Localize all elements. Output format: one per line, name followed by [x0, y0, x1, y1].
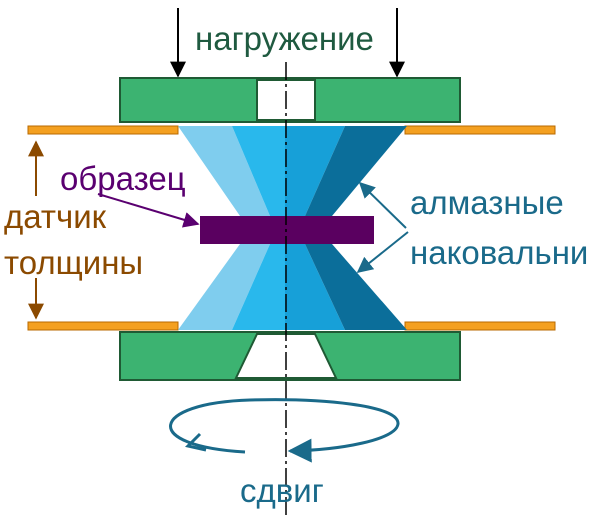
- bottom-plate-left: [27, 321, 179, 331]
- top-plate-right: [404, 125, 556, 135]
- bottom-anvil: [178, 244, 407, 330]
- shear-label: сдвиг: [240, 472, 324, 509]
- sample: [200, 216, 374, 244]
- anvils-label-line1: алмазные: [410, 184, 564, 221]
- sample-pointer: [97, 193, 200, 228]
- bottom-plate-right: [404, 321, 556, 331]
- shear-rotation-icon: [169, 398, 400, 463]
- sensor-label-line1: датчик: [4, 198, 107, 235]
- anvil-pointer-top: [358, 181, 407, 229]
- bottom-block: [119, 331, 461, 381]
- sensor-label-line2: толщины: [4, 244, 143, 281]
- top-plate-left: [27, 125, 179, 135]
- top-anvil: [178, 126, 407, 216]
- anvils-label-line2: наковальни: [410, 234, 588, 271]
- top-block: [119, 77, 461, 123]
- sample-label: образец: [60, 160, 186, 197]
- anvil-pointer-bottom: [356, 231, 409, 273]
- load-label: нагружение: [195, 20, 374, 57]
